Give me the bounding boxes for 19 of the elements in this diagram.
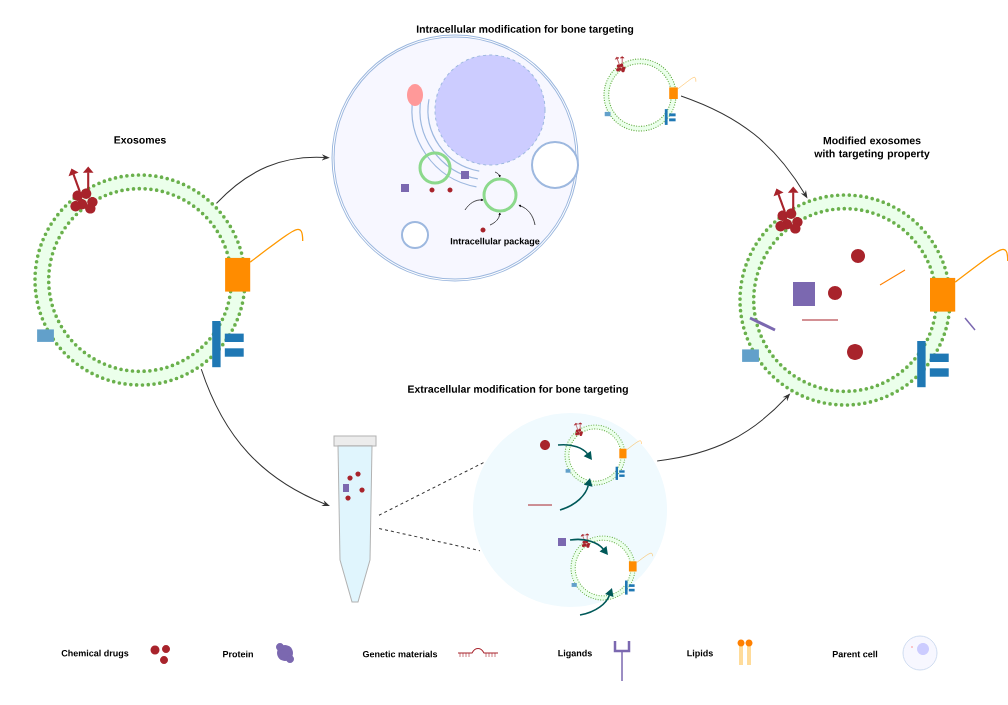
arrow <box>215 155 329 204</box>
tube-drawing <box>333 435 377 603</box>
arrow <box>656 393 790 462</box>
heading: Exosomes <box>114 136 166 144</box>
legend-label: Lipids <box>687 649 713 659</box>
arrow <box>200 368 330 507</box>
dashed-line <box>378 528 481 552</box>
cell-label: Intracellular package <box>450 237 540 247</box>
heading: Intracellular modification for bone targeting <box>416 25 634 35</box>
arrow <box>680 95 808 198</box>
legend-label: Chemical drugs <box>61 649 129 659</box>
heading: Modified exosomes with targeting property <box>814 136 930 160</box>
vesicle-drawing <box>603 56 696 132</box>
legend-label: Ligands <box>558 649 592 659</box>
legend-label: Protein <box>223 650 253 658</box>
dashed-line <box>378 461 485 516</box>
legend-label: Parent cell <box>832 650 878 658</box>
legend-label: Genetic materials <box>362 650 438 658</box>
heading: Extracellular modification for bone targeting <box>408 385 628 395</box>
